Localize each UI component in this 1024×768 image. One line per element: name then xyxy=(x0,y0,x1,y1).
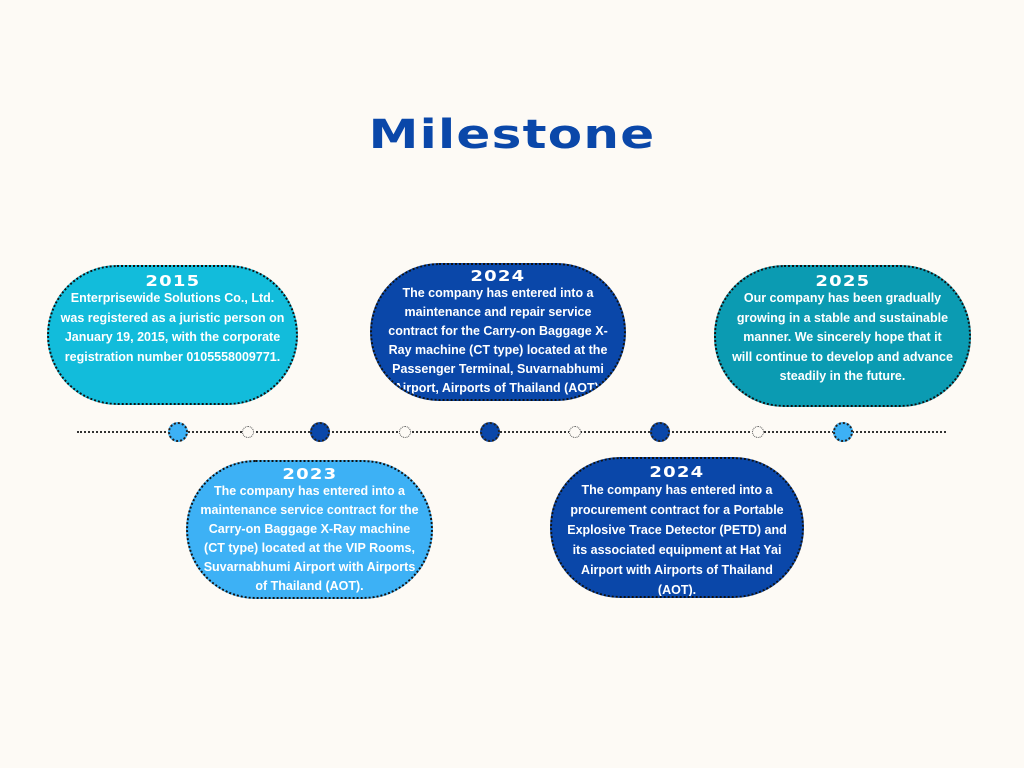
timeline-connector-dot xyxy=(399,426,411,438)
milestone-2024-passenger-terminal: 2024 The company has entered into a main… xyxy=(370,263,626,401)
milestone-text: The company has entered into a procureme… xyxy=(567,483,787,597)
milestone-2025: 2025 Our company has been gradually grow… xyxy=(714,265,971,407)
timeline-marker-2025 xyxy=(833,422,853,442)
milestone-text: The company has entered into a maintenan… xyxy=(200,484,419,593)
milestone-text: The company has entered into a maintenan… xyxy=(388,286,608,395)
timeline-connector-dot xyxy=(569,426,581,438)
timeline-connector-dot xyxy=(242,426,254,438)
milestone-text: Enterprisewide Solutions Co., Ltd. was r… xyxy=(60,291,285,364)
timeline-marker-2015 xyxy=(168,422,188,442)
milestone-year: 2024 xyxy=(470,267,526,285)
milestone-2015: 2015 Enterprisewide Solutions Co., Ltd. … xyxy=(47,265,298,405)
timeline-line xyxy=(77,431,946,433)
milestone-2024-hat-yai: 2024 The company has entered into a proc… xyxy=(550,457,804,598)
milestone-year: 2023 xyxy=(282,465,337,483)
milestone-year: 2024 xyxy=(649,463,705,481)
page-title: Milestone xyxy=(368,112,656,158)
timeline-marker-2024 xyxy=(480,422,500,442)
milestone-year: 2025 xyxy=(815,272,870,290)
milestone-text: Our company has been gradually growing i… xyxy=(732,291,953,383)
timeline-marker-2024b xyxy=(650,422,670,442)
milestone-year: 2015 xyxy=(145,272,200,290)
timeline-connector-dot xyxy=(752,426,764,438)
timeline-marker-2023 xyxy=(310,422,330,442)
milestone-2023: 2023 The company has entered into a main… xyxy=(186,460,433,599)
